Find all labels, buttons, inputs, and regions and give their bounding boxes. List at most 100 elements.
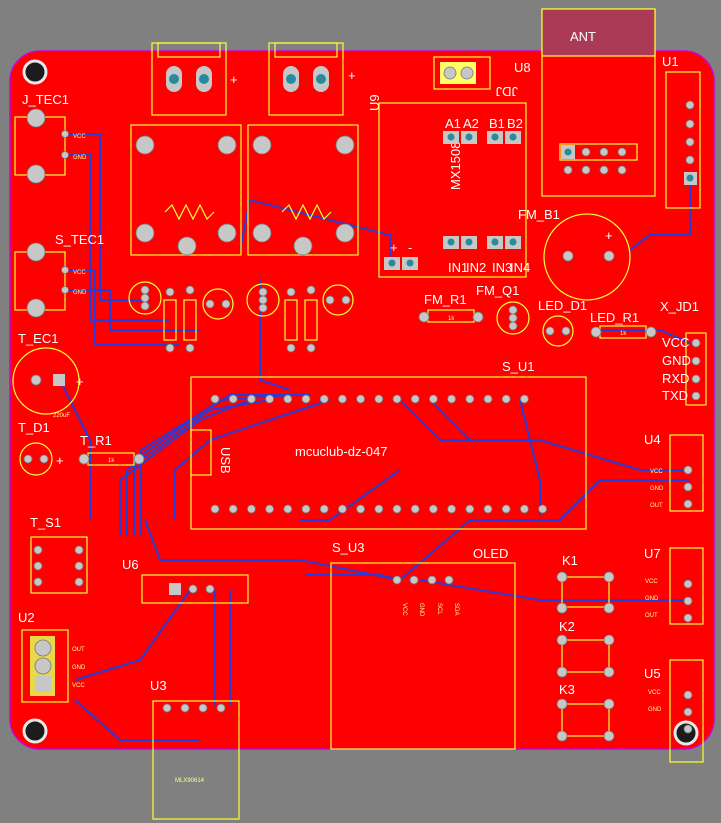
svg-text:T_EC1: T_EC1	[18, 331, 58, 346]
svg-text:VCC: VCC	[72, 683, 85, 689]
mcu-pin	[483, 504, 493, 514]
svg-text:T_R1: T_R1	[80, 433, 112, 448]
sensor-headers: U4 VCC GND OUT U7 VCC GND OUT U5 VCC GND	[644, 432, 704, 763]
svg-text:U5: U5	[644, 666, 661, 681]
svg-text:+: +	[56, 453, 64, 468]
mcu-pin	[465, 504, 475, 514]
svg-text:B1: B1	[489, 116, 505, 131]
top-connectors: + +	[151, 42, 356, 116]
mcu-pin	[520, 394, 529, 404]
relay-blocks: U9	[130, 94, 382, 256]
mcu-pin	[265, 394, 275, 404]
svg-text:A1: A1	[445, 116, 461, 131]
svg-text:A2: A2	[463, 116, 479, 131]
t-s1-switch: T_S1	[30, 515, 88, 594]
svg-text:FM_B1: FM_B1	[518, 207, 560, 222]
svg-text:JDJ: JDJ	[496, 84, 518, 99]
svg-text:GND: GND	[418, 603, 424, 617]
mcu-pin	[374, 394, 384, 404]
mcu-pin	[428, 394, 438, 404]
svg-text:1k: 1k	[108, 458, 115, 464]
svg-text:T_S1: T_S1	[30, 515, 61, 530]
svg-text:GND: GND	[645, 596, 659, 602]
driver-parts	[128, 281, 354, 353]
svg-text:IN1: IN1	[448, 260, 468, 275]
u2-module: U2 OUT GND VCC	[18, 610, 86, 703]
mcu-pin	[319, 394, 329, 404]
mcu-pin	[210, 504, 220, 514]
mcu-pin	[520, 504, 529, 514]
svg-text:U6: U6	[122, 557, 139, 572]
svg-text:K1: K1	[562, 553, 578, 568]
s-tec1: S_TEC1 VCC GND	[14, 232, 104, 318]
svg-text:GND: GND	[650, 486, 664, 492]
svg-text:mcuclub-dz-047: mcuclub-dz-047	[295, 444, 388, 459]
svg-text:U1: U1	[662, 54, 679, 69]
mcu-pin	[465, 394, 475, 404]
mcu-pin	[246, 504, 256, 514]
svg-text:GND: GND	[73, 290, 87, 296]
svg-text:FM_R1: FM_R1	[424, 292, 467, 307]
svg-text:VCC: VCC	[645, 579, 658, 585]
svg-text:VCC: VCC	[662, 335, 689, 350]
svg-text:MLX90614: MLX90614	[175, 778, 205, 784]
svg-text:U2: U2	[18, 610, 35, 625]
fm-b1-buzzer: FM_B1 +	[518, 207, 631, 301]
svg-text:K2: K2	[559, 619, 575, 634]
svg-text:SCL: SCL	[436, 603, 442, 615]
svg-text:S_U1: S_U1	[502, 359, 535, 374]
s-u3-oled: S_U3 OLED VCC GND SCL SDA	[330, 540, 516, 750]
t-d1-t-r1: T_D1 + T_R1 1k	[18, 420, 145, 476]
mcu-pin	[283, 394, 293, 404]
mcu-pin	[374, 504, 384, 514]
svg-text:+: +	[76, 374, 84, 389]
mcu-pin	[228, 504, 238, 514]
mcu-pin	[447, 394, 457, 404]
mcu-pin	[356, 504, 366, 514]
mcu-pin	[356, 394, 366, 404]
svg-text:LED_D1: LED_D1	[538, 298, 587, 313]
svg-text:IN2: IN2	[466, 260, 486, 275]
svg-text:+: +	[230, 72, 238, 87]
svg-text:GND: GND	[648, 707, 662, 713]
svg-text:LED_R1: LED_R1	[590, 310, 639, 325]
svg-text:X_JD1: X_JD1	[660, 299, 699, 314]
mcu-pin	[483, 394, 493, 404]
svg-text:U7: U7	[644, 546, 661, 561]
mcu-pin	[410, 394, 420, 404]
svg-text:GND: GND	[662, 353, 691, 368]
svg-text:1k: 1k	[620, 331, 627, 337]
svg-text:SDA: SDA	[453, 603, 459, 615]
buttons-k: K1 K2 K3	[556, 553, 615, 742]
mcu-pin	[410, 504, 420, 514]
fm-led-parts: FM_R1 1k FM_Q1 LED_D1 LED_R1 1k	[418, 283, 657, 347]
svg-text:T_D1: T_D1	[18, 420, 50, 435]
mcu-pin	[319, 504, 329, 514]
svg-text:S_U3: S_U3	[332, 540, 365, 555]
mcu-pin	[301, 504, 311, 514]
mcu-pin	[283, 504, 293, 514]
svg-text:MX1508: MX1508	[448, 142, 463, 190]
svg-text:IN4: IN4	[510, 260, 530, 275]
svg-text:1k: 1k	[448, 316, 455, 322]
mcu-pin	[538, 504, 547, 514]
mcu-pin	[392, 394, 402, 404]
mcu-pin	[337, 504, 347, 514]
svg-text:GND: GND	[72, 665, 86, 671]
svg-text:TXD: TXD	[662, 388, 688, 403]
mcu-pin	[265, 504, 275, 514]
svg-text:U8: U8	[514, 60, 531, 75]
mcu-pin	[501, 394, 511, 404]
svg-text:U3: U3	[150, 678, 167, 693]
mx1508-module: MX1508 A1 A2 B1 B2 IN1 IN2 IN3 IN4 + -	[378, 102, 530, 278]
mcu-pin	[246, 394, 256, 404]
j-tec1-label: J_TEC1	[22, 92, 69, 107]
mcu-pin	[447, 504, 457, 514]
svg-text:OLED: OLED	[473, 546, 508, 561]
svg-text:VCC: VCC	[73, 270, 86, 276]
mcu-pin	[428, 504, 438, 514]
u1-module: U1	[662, 54, 701, 209]
u3-mlx-module: U3 MLX90614	[150, 678, 240, 820]
u8-module: U8 ANT	[514, 8, 656, 197]
